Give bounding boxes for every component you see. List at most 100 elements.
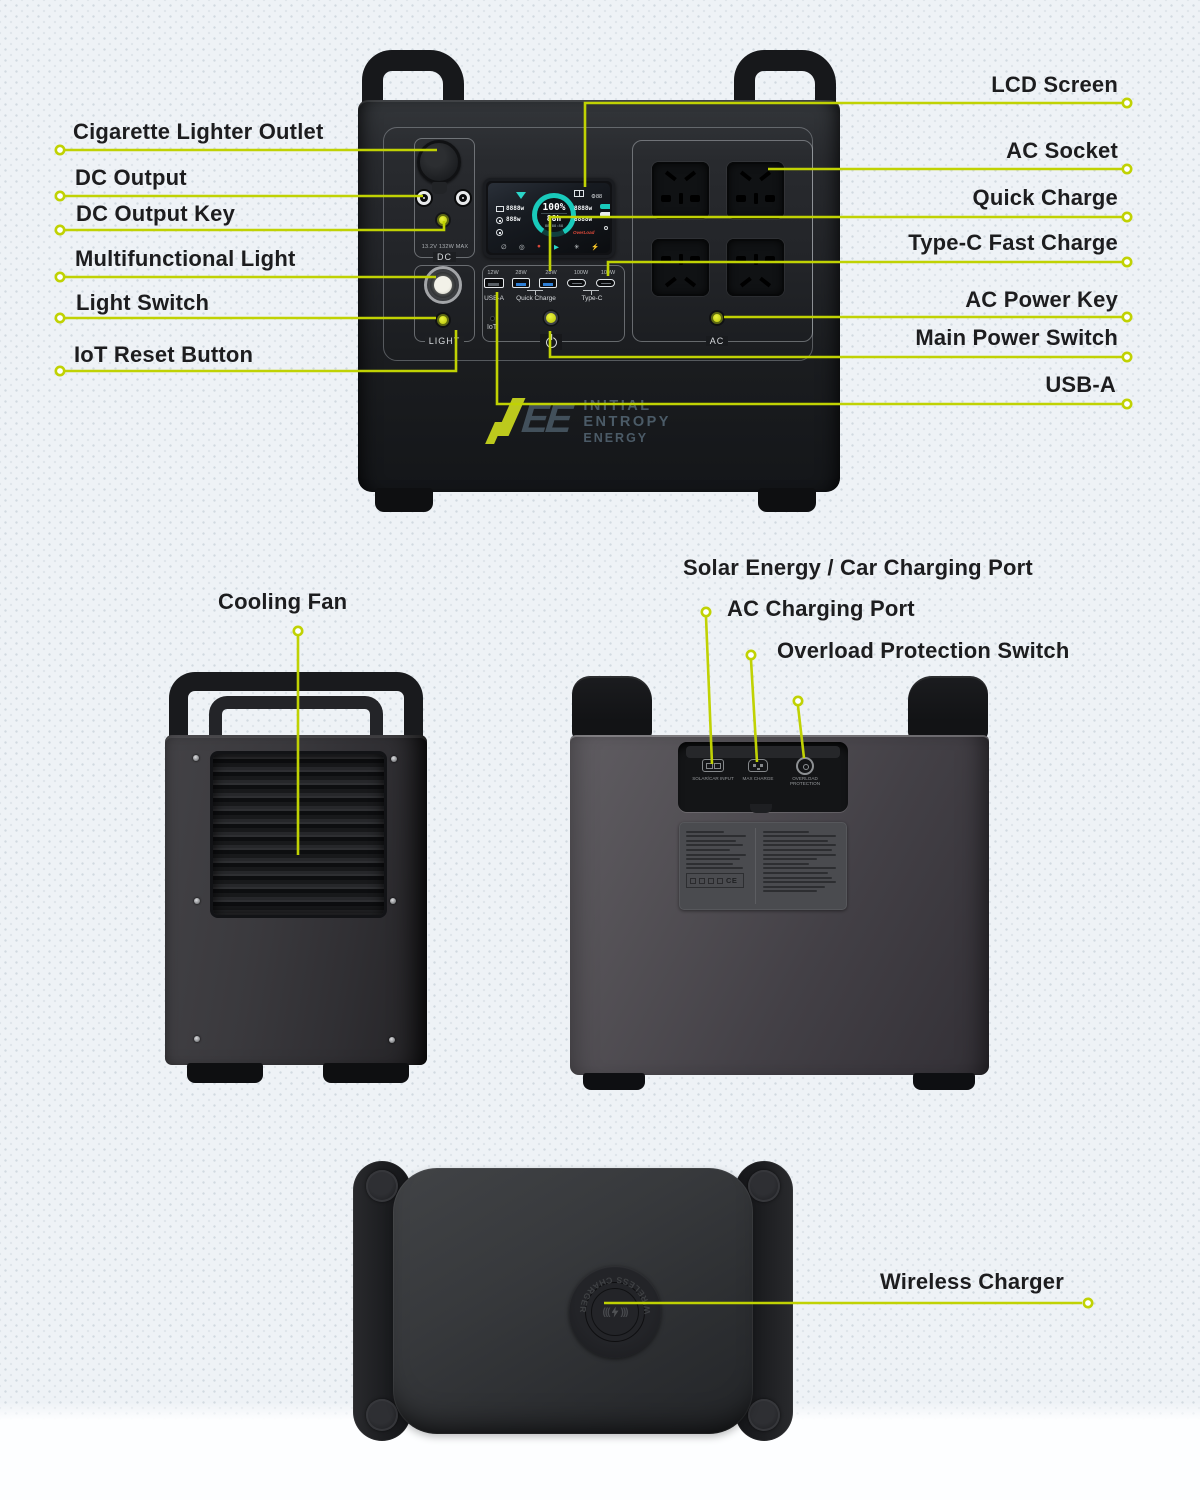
- dc-output-jack: [456, 191, 470, 205]
- callout-label-wireless-charger: Wireless Charger: [880, 1269, 1064, 1294]
- logo-wordmark: INITIAL ENTROPY ENERGY: [583, 398, 671, 445]
- battery-ring-values: 100% 88h 88:88:88: [532, 202, 576, 228]
- side-foot: [323, 1063, 409, 1083]
- callout-dot: [745, 649, 757, 661]
- callout-label-quick-charge: Quick Charge: [972, 185, 1118, 210]
- usb-watt-label: 28W: [515, 270, 527, 276]
- cert-icon: [699, 877, 705, 884]
- mute-icon: ∅: [501, 244, 507, 251]
- location-pin-icon: [604, 226, 608, 230]
- carry-handle-left: [362, 50, 464, 116]
- solar-car-input-label: SOLAR/CAR INPUT: [692, 776, 734, 781]
- ce-mark: CE: [726, 876, 738, 886]
- callout-label-dc-output-key: DC Output Key: [76, 201, 236, 226]
- carry-handle-right: [908, 676, 988, 740]
- usb-a-group-label: USB-A: [484, 295, 504, 302]
- top-face: WIRELESS CHARGER ((())): [393, 1168, 753, 1434]
- callout-dot: [54, 271, 66, 283]
- ac-socket: [727, 162, 784, 219]
- logo-slash-icon: [485, 396, 526, 452]
- handle-cap: [748, 1170, 780, 1202]
- callout-label-multifunctional-light: Multifunctional Light: [75, 246, 296, 271]
- back-view: SOLAR/CAR INPUT MAX CHARGE OVERLOAD PROT…: [570, 676, 989, 1090]
- multifunctional-light: [424, 266, 462, 304]
- lightning-bolt-icon: [611, 1306, 619, 1318]
- lcd-screen: ⚙88 8888w 888w 100% 88h 88:88:88 8888w 8…: [483, 178, 615, 258]
- callout-dot: [54, 312, 66, 324]
- callout-dot: [54, 190, 66, 202]
- callout-label-dc-output: DC Output: [75, 165, 187, 190]
- wifi-icon: [516, 192, 526, 199]
- callout-dot: [54, 144, 66, 156]
- back-foot: [583, 1073, 645, 1090]
- battery-bar-icon: [600, 212, 610, 217]
- light-switch-button: [437, 314, 449, 326]
- ac-socket: [652, 162, 709, 219]
- wireless-charger-pad: WIRELESS CHARGER ((())): [569, 1266, 661, 1358]
- lcd-output-sub: 8888w: [574, 216, 593, 223]
- ac-socket: [652, 239, 709, 296]
- spec-plate-right-column: [763, 828, 840, 904]
- callout-dot: [1121, 211, 1133, 223]
- type-c-port: [596, 279, 615, 287]
- callout-dot: [1121, 311, 1133, 323]
- info-icon: [496, 229, 503, 236]
- main-power-button: [544, 311, 558, 325]
- usb-watt-label: 12W: [487, 270, 499, 276]
- callout-dot: [1121, 256, 1133, 268]
- alert-icon: ◎: [519, 244, 525, 251]
- handle-cap: [748, 1399, 780, 1431]
- quick-charge-port: [512, 278, 530, 288]
- lcd-input-power: 8888w: [506, 205, 525, 212]
- power-icon: ⚡: [591, 244, 600, 251]
- usb-watt-label: 100W: [573, 270, 589, 276]
- lcd-output-power: 8888w: [574, 205, 593, 212]
- callout-label-usb-a: USB-A: [1045, 372, 1116, 397]
- callout-label-main-power: Main Power Switch: [915, 325, 1118, 350]
- callout-dot: [1121, 351, 1133, 363]
- overload-protection-label: OVERLOAD PROTECTION: [789, 776, 821, 787]
- brand-logo: EE INITIAL ENTROPY ENERGY: [485, 396, 732, 458]
- fan-icon: ✳: [574, 244, 580, 251]
- ac-section-label: AC: [687, 336, 747, 346]
- gear-icon: ⚙88: [591, 194, 603, 200]
- handle-cap: [366, 1399, 398, 1431]
- callout-dot: [292, 625, 304, 637]
- cert-icon: [708, 877, 714, 884]
- battery-bar-icon: [600, 204, 610, 209]
- top-view: WIRELESS CHARGER ((())): [353, 1158, 793, 1448]
- callout-label-ac-socket: AC Socket: [1006, 138, 1118, 163]
- callout-label-cooling-fan: Cooling Fan: [218, 589, 348, 614]
- light-section-label: LIGHT: [414, 336, 475, 346]
- callout-label-type-c: Type-C Fast Charge: [908, 230, 1118, 255]
- ac-charging-inlet: [748, 759, 768, 772]
- callout-label-light-switch: Light Switch: [76, 290, 210, 315]
- callout-dot: [54, 224, 66, 236]
- wireless-charging-icon: ((())): [602, 1306, 629, 1318]
- callout-label-ac-charging: AC Charging Port: [727, 596, 915, 621]
- cigarette-lighter-cover-tab: [432, 182, 447, 194]
- cooling-fan-grille: [210, 751, 387, 918]
- solar-panel-icon: [574, 190, 584, 197]
- solar-car-input-port: [702, 759, 724, 772]
- usb-watt-label: 28W: [545, 270, 557, 276]
- front-foot-left: [375, 488, 433, 512]
- lcd-input-sub: 888w: [506, 216, 521, 223]
- dc-spec-text: 13.2V 132W MAX: [421, 244, 469, 250]
- callout-label-cigarette-outlet: Cigarette Lighter Outlet: [73, 119, 324, 144]
- usb-watt-label: 100W: [600, 270, 616, 276]
- spec-plate-left-column: CE: [686, 828, 756, 904]
- screw-icon: [389, 1037, 395, 1043]
- handle-cap: [366, 1170, 398, 1202]
- quick-charge-group-label: Quick Charge: [516, 295, 556, 302]
- iot-label: IoT: [486, 324, 498, 331]
- power-symbol-wrap: [540, 334, 562, 350]
- screw-icon: [391, 756, 397, 762]
- spec-plate: CE: [679, 822, 847, 910]
- screw-icon: [194, 898, 200, 904]
- screw-icon: [193, 755, 199, 761]
- front-view: 13.2V 132W MAX DC LIGHT ⚙88 8888w 888w 1…: [358, 48, 840, 514]
- battery-percent: 100%: [542, 202, 566, 213]
- type-c-port: [567, 279, 586, 287]
